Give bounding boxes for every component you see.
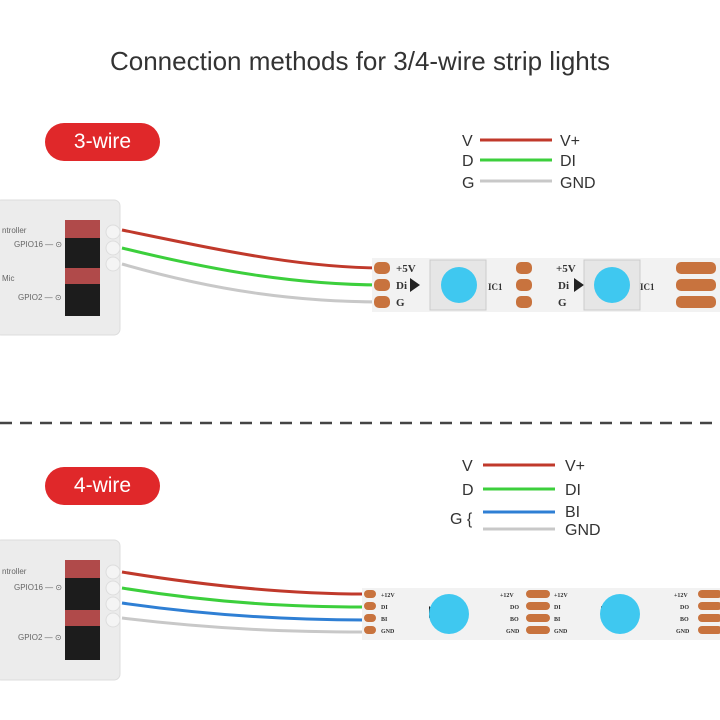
svg-text:+5V: +5V [556, 263, 576, 275]
svg-text:BO: BO [680, 617, 689, 623]
svg-text:DO: DO [680, 605, 689, 611]
svg-text:DI: DI [565, 482, 581, 499]
svg-text:G: G [558, 297, 567, 309]
svg-text:+5V: +5V [396, 263, 416, 275]
svg-text:GND: GND [676, 629, 690, 635]
svg-text:G {: G { [450, 511, 473, 528]
svg-text:V+: V+ [565, 458, 585, 475]
svg-text:D: D [462, 153, 474, 170]
legend-3-wire: V V+ D DI G GND [462, 133, 596, 192]
svg-text:+12V: +12V [500, 593, 514, 599]
svg-text:Di: Di [558, 280, 569, 292]
controller-4-wire: ntroller GPIO16 — ⊙ GPIO2 — ⊙ [0, 539, 121, 681]
svg-text:G: G [462, 175, 474, 192]
svg-text:IC1: IC1 [488, 282, 503, 292]
badge-4-wire: 4-wire [45, 467, 160, 505]
svg-text:DI: DI [554, 605, 561, 611]
svg-text:GND: GND [565, 522, 601, 539]
svg-text:BI: BI [554, 617, 561, 623]
page-title: Connection methods for 3/4-wire strip li… [109, 46, 610, 76]
svg-text:GPIO16 — ⊙: GPIO16 — ⊙ [14, 240, 62, 249]
led-strip-3-wire: +5V Di G IC1 +5V Di G IC1 [372, 258, 720, 312]
svg-text:+12V: +12V [554, 593, 568, 599]
legend-4-wire: V V+ D DI G { BI GND [450, 458, 601, 539]
svg-text:GND: GND [560, 175, 596, 192]
svg-text:GPIO2 — ⊙: GPIO2 — ⊙ [18, 293, 62, 302]
svg-text:V: V [462, 458, 473, 475]
wire-g [121, 616, 366, 634]
wire-b [121, 601, 366, 622]
wire-d [121, 246, 386, 287]
badge-3-wire: 3-wire [45, 123, 160, 161]
wire-v [121, 228, 386, 270]
svg-text:DO: DO [510, 605, 519, 611]
wire-d [121, 586, 366, 609]
svg-text:+12V: +12V [381, 593, 395, 599]
wire-g [121, 262, 386, 304]
led-icon [594, 267, 630, 303]
controller-3-wire: ntroller GPIO16 — ⊙ Mic GPIO2 — ⊙ [0, 199, 121, 336]
svg-text:GND: GND [554, 629, 568, 635]
svg-text:GND: GND [506, 629, 520, 635]
svg-text:ntroller: ntroller [2, 567, 27, 576]
svg-text:GPIO2 — ⊙: GPIO2 — ⊙ [18, 633, 62, 642]
svg-text:Di: Di [396, 280, 407, 292]
svg-text:GND: GND [381, 629, 395, 635]
svg-text:+12V: +12V [674, 593, 688, 599]
svg-text:IC1: IC1 [640, 282, 655, 292]
led-strip-4-wire: +12V DI BI GND +12V DO BO GND +12V DI BI… [362, 588, 720, 640]
svg-text:D: D [462, 482, 474, 499]
svg-text:DI: DI [381, 605, 388, 611]
led-icon [429, 594, 469, 634]
svg-text:BO: BO [510, 617, 519, 623]
led-icon [441, 267, 477, 303]
led-icon [600, 594, 640, 634]
svg-text:V: V [462, 133, 473, 150]
svg-text:BI: BI [565, 504, 580, 521]
svg-text:G: G [396, 297, 405, 309]
svg-text:DI: DI [560, 153, 576, 170]
svg-text:ntroller: ntroller [2, 226, 27, 235]
svg-text:Mic: Mic [2, 274, 14, 283]
svg-text:BI: BI [381, 617, 388, 623]
svg-text:GPIO16 — ⊙: GPIO16 — ⊙ [14, 583, 62, 592]
svg-text:V+: V+ [560, 133, 580, 150]
wire-v [121, 570, 366, 596]
